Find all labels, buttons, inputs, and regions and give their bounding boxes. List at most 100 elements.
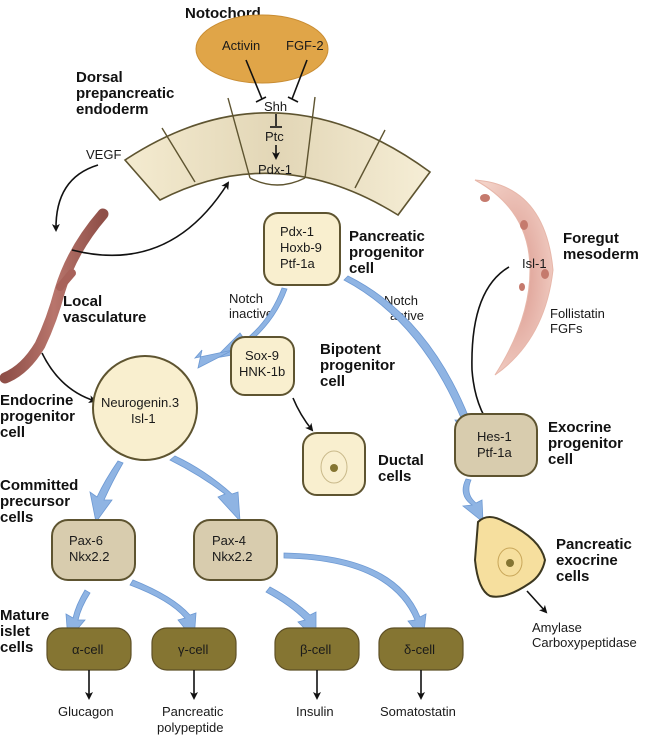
- fgfs-label: FGFs: [550, 321, 583, 336]
- gamma-cell-label: γ-cell: [178, 642, 208, 657]
- notch-inactive-1: Notch: [229, 291, 263, 306]
- bipotent-progenitor-box: [230, 336, 295, 396]
- pax4-marker-1: Pax-4: [212, 533, 246, 548]
- notochord-ellipse: [195, 14, 329, 84]
- pancreatic-progenitor-box: [263, 212, 341, 286]
- mesoderm-nucleus: [541, 269, 549, 279]
- islet-cell-gamma: γ-cell Pancreatic polypeptide: [151, 627, 237, 735]
- ep-label-2: progenitor: [0, 408, 75, 425]
- vessel-to-endoderm-arrow: [71, 181, 230, 257]
- pp-marker-pdx1: Pdx-1: [280, 224, 314, 239]
- alpha-cell-label: α-cell: [72, 642, 103, 657]
- committed-label-1: Committed: [0, 477, 78, 494]
- ep-marker-ngn3: Neurogenin.3: [101, 395, 179, 410]
- endoderm-arc: [123, 96, 432, 217]
- ep-marker-isl1: Isl-1: [131, 411, 156, 426]
- bp-label-2: progenitor: [320, 357, 395, 374]
- bipotent-to-endocrine-arrowhead: [193, 349, 234, 369]
- ductal-cell-membrane: [320, 450, 348, 484]
- islet-cell-delta: δ-cell Somatostatin: [378, 627, 464, 719]
- pp-product-2: polypeptide: [157, 720, 224, 735]
- mesoderm-label-2: mesoderm: [563, 246, 639, 263]
- insulin-label: Insulin: [296, 704, 334, 719]
- notch-active-1: Notch: [384, 293, 418, 308]
- exp-label-2: progenitor: [548, 435, 623, 452]
- endoderm-label-1: Dorsal: [76, 69, 123, 86]
- beta-cell-label: β-cell: [300, 642, 331, 657]
- pp-label-1: Pancreatic: [349, 228, 425, 245]
- exocrine-progenitor-to-exocrine-arrow: [461, 478, 484, 523]
- vasculature-label-1: Local: [63, 293, 102, 310]
- exp-marker-ptf1a: Ptf-1a: [477, 445, 512, 460]
- bp-marker-hnk1b: HNK-1b: [239, 364, 285, 379]
- pax6-box: [51, 519, 136, 581]
- bipotent-to-ductal-arrow: [292, 397, 314, 432]
- activin-label: Activin: [222, 38, 260, 53]
- bp-label-1: Bipotent: [320, 341, 381, 358]
- activin-inhibit-bar: [255, 96, 267, 103]
- pdx1-signal-label: Pdx-1: [258, 162, 292, 177]
- mature-label-2: islet: [0, 623, 30, 640]
- exp-marker-hes1: Hes-1: [477, 429, 512, 444]
- mature-label-1: Mature: [0, 607, 49, 624]
- islet-cell-alpha: α-cell Glucagon: [46, 627, 132, 719]
- pax4-marker-2: Nkx2.2: [212, 549, 252, 564]
- mesoderm-label-1: Foregut: [563, 230, 619, 247]
- pp-label-3: cell: [349, 260, 374, 277]
- follistatin-label: Follistatin: [550, 306, 605, 321]
- activin-inhibit-line: [245, 59, 263, 100]
- vasculature-label-2: vasculature: [63, 309, 146, 326]
- pax6-marker-2: Nkx2.2: [69, 549, 109, 564]
- vessel-branch: [56, 269, 76, 291]
- ep-label-1: Endocrine: [0, 392, 73, 409]
- vessel: [0, 208, 109, 384]
- exo-label-1: Pancreatic: [556, 536, 632, 553]
- pp-label-2: progenitor: [349, 244, 424, 261]
- committed-label-3: cells: [0, 509, 33, 526]
- fgf2-label: FGF-2: [286, 38, 324, 53]
- committed-label-2: precursor: [0, 493, 70, 510]
- bp-marker-sox9: Sox-9: [245, 348, 279, 363]
- fgf2-inhibit-line: [291, 59, 308, 100]
- pax4-to-beta-arrow: [265, 586, 317, 641]
- pp-product-1: Pancreatic: [162, 704, 224, 719]
- carboxypeptidase-label: Carboxypeptidase: [532, 635, 637, 650]
- exo-label-2: exocrine: [556, 552, 618, 569]
- exocrine-products-arrow: [526, 590, 548, 614]
- ductal-label-2: cells: [378, 468, 411, 485]
- amylase-label: Amylase: [532, 620, 582, 635]
- exocrine-nucleus: [506, 559, 514, 567]
- endoderm-label-2: prepancreatic: [76, 85, 174, 102]
- exocrine-cell-membrane: [497, 547, 523, 577]
- foregut-mesoderm-shape: [474, 179, 554, 376]
- somatostatin-label: Somatostatin: [380, 704, 456, 719]
- ptc-label: Ptc: [265, 129, 284, 144]
- endoderm-label-3: endoderm: [76, 101, 149, 118]
- mature-label-3: cells: [0, 639, 33, 656]
- mesoderm-nucleus: [519, 283, 525, 291]
- vessel-to-endocrine-arrow: [41, 352, 97, 404]
- endocrine-to-pax4-arrow: [169, 455, 241, 523]
- vegf-label: VEGF: [86, 147, 121, 162]
- pax4-box: [193, 519, 278, 581]
- ductal-nucleus: [330, 464, 338, 472]
- fgf2-inhibit-bar: [287, 96, 299, 103]
- exo-label-3: cells: [556, 568, 589, 585]
- exp-label-3: cell: [548, 451, 573, 468]
- endocrine-progenitor-circle: [92, 355, 198, 461]
- ductal-label-1: Ductal: [378, 452, 424, 469]
- endocrine-to-pax6-arrow: [89, 460, 124, 523]
- exocrine-cell-shape: [473, 516, 547, 598]
- glucagon-label: Glucagon: [58, 704, 114, 719]
- pax6-marker-1: Pax-6: [69, 533, 103, 548]
- notch-inactive-2: inactive: [229, 306, 273, 321]
- shh-label: Shh: [264, 99, 287, 114]
- exocrine-progenitor-box: [454, 413, 538, 477]
- mesoderm-isl1-label: Isl-1: [522, 256, 547, 271]
- bp-label-3: cell: [320, 373, 345, 390]
- mesoderm-nucleus: [480, 194, 490, 202]
- mesoderm-nucleus: [520, 220, 528, 230]
- ep-label-3: cell: [0, 424, 25, 441]
- exp-label-1: Exocrine: [548, 419, 611, 436]
